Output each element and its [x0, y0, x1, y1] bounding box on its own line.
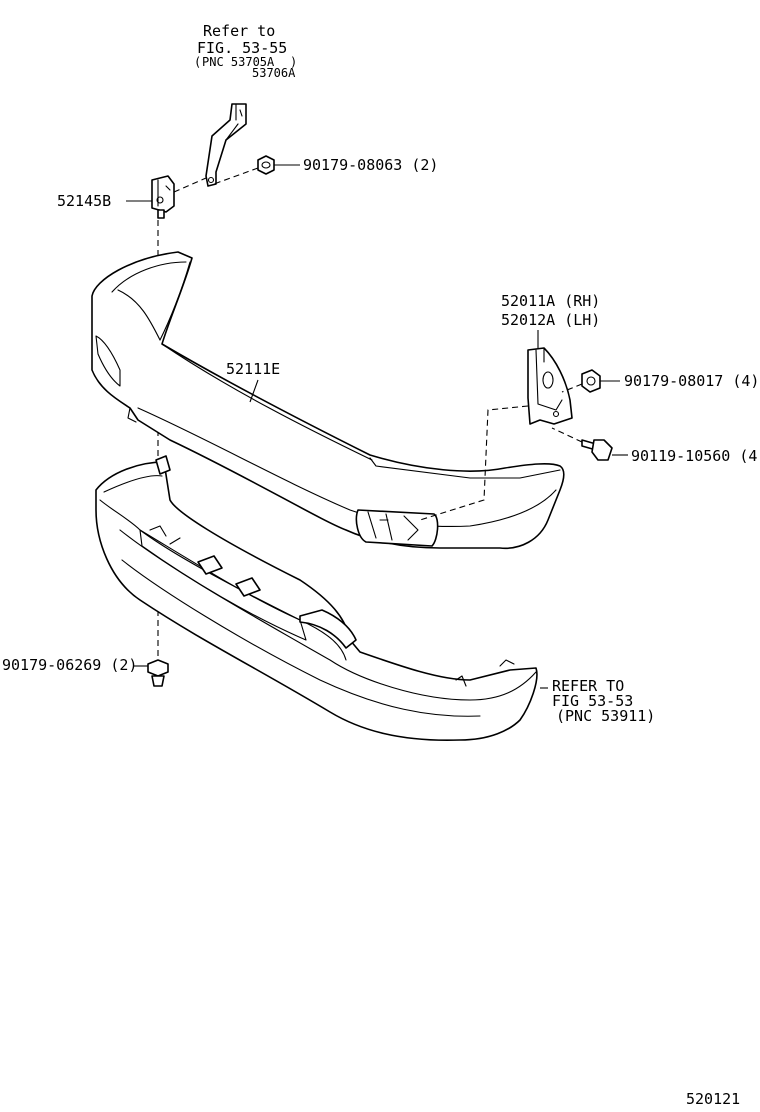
label-52011a: 52011A (RH) [501, 292, 600, 310]
bolt-90119-10560-drawing [551, 427, 628, 461]
leader-52111e [249, 379, 259, 403]
nut-90179-08017-drawing [561, 369, 620, 393]
label-90179-08063: 90179-08063 (2) [303, 156, 438, 174]
nut-90179-08063-drawing [213, 155, 300, 185]
upper-bracket-ref-paren-open: ( [194, 55, 201, 69]
lower-cover-ref-line3: (PNC 53911) [556, 707, 655, 725]
diagram-id: 520121 [686, 1090, 740, 1108]
stay-52145b-drawing [126, 175, 207, 219]
label-52012a: 52012A (LH) [501, 311, 600, 329]
upper-bracket-ref-line2: FIG. 53-55 [197, 39, 287, 57]
upper-bracket-ref-line1: Refer to [203, 22, 275, 40]
upper-bracket-drawing [205, 103, 247, 187]
side-bracket-drawing [419, 347, 573, 521]
label-52145b: 52145B [57, 192, 111, 210]
lower-cover-drawing [95, 455, 538, 742]
label-90119-10560: 90119-10560 (4) [631, 447, 760, 465]
upper-bracket-ref-paren-close: ) [290, 55, 297, 69]
upper-bracket-ref-line3: PNC 53705A [202, 55, 275, 69]
label-52111e: 52111E [226, 360, 280, 378]
lower-cover-ref-line1: REFER TO [552, 677, 624, 695]
lower-cover-ref-line2: FIG 53-53 [552, 692, 633, 710]
bumper-reinforcement-drawing [91, 251, 565, 550]
upper-bracket-ref-line4: 53706A [252, 66, 296, 80]
label-90179-06269: 90179-06269 (2) [2, 656, 137, 674]
nut-90179-06269-drawing [134, 659, 169, 687]
label-90179-08017: 90179-08017 (4) [624, 372, 759, 390]
